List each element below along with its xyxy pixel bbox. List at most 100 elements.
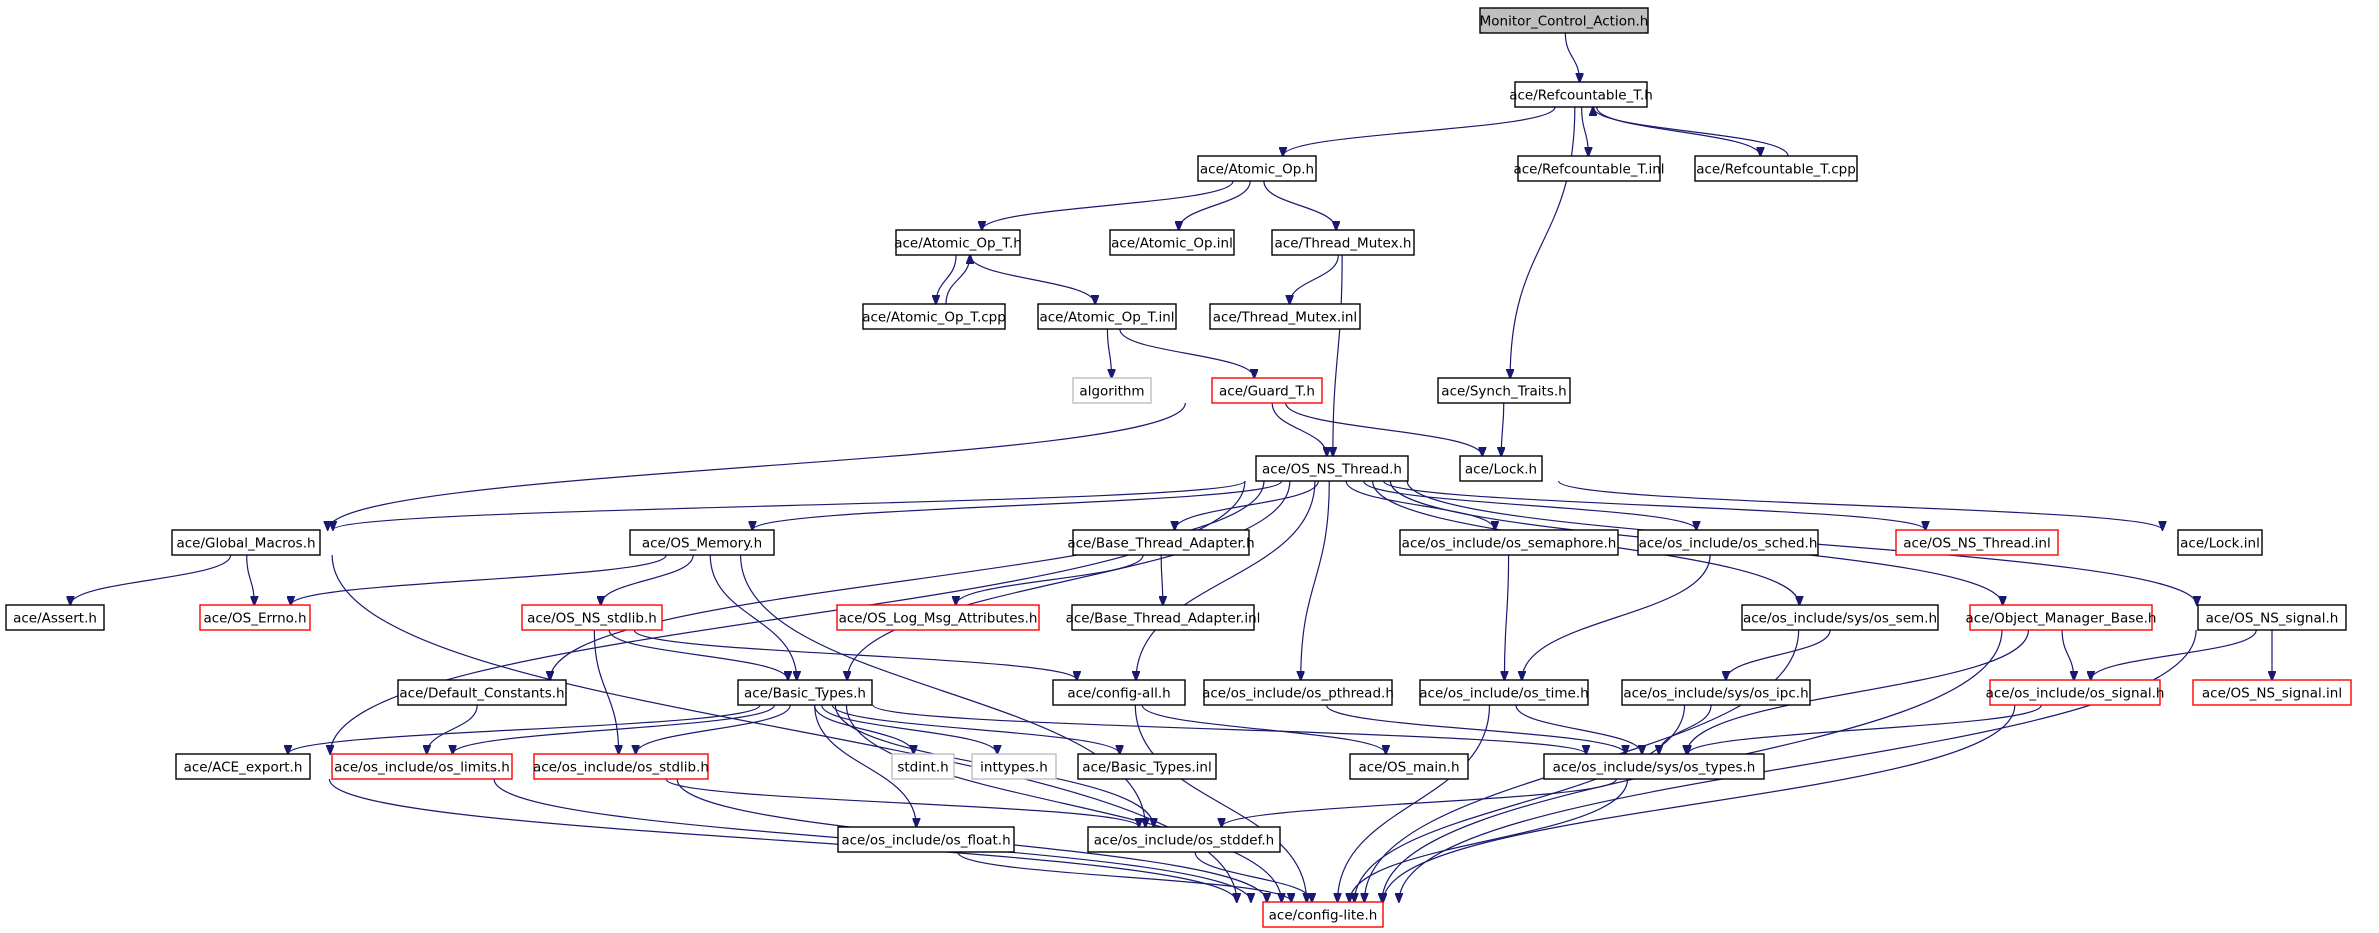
edge-n7-to-n10 <box>1290 254 1339 304</box>
graph-node[interactable]: ace/Atomic_Op_T.inl <box>1037 303 1177 330</box>
graph-node[interactable]: ace/Refcountable_T.inl <box>1513 155 1665 182</box>
node-label: inttypes.h <box>980 760 1048 776</box>
graph-node[interactable]: ace/Base_Thread_Adapter.inl <box>1066 604 1261 631</box>
node-box <box>1637 529 1819 556</box>
edge-n29-to-n46 <box>1687 629 2030 754</box>
graph-node[interactable]: ace/config-lite.h <box>1262 901 1384 928</box>
graph-node[interactable]: ace/Refcountable_T.cpp <box>1694 155 1858 182</box>
edge-n5-to-n9 <box>969 254 1095 304</box>
graph-node[interactable]: ace/Assert.h <box>5 604 105 631</box>
graph-node[interactable]: ace/OS_NS_signal.inl <box>2192 679 2352 706</box>
node-box <box>1209 303 1361 330</box>
graph-node[interactable]: ace/Lock.inl <box>2177 529 2263 556</box>
node-label: ace/OS_NS_stdlib.h <box>527 611 657 627</box>
node-label: ace/Default_Constants.h <box>399 686 564 702</box>
graph-node[interactable]: ace/OS_Memory.h <box>629 529 775 556</box>
graph-node[interactable]: ace/ACE_export.h <box>175 753 311 780</box>
graph-node[interactable]: ace/os_include/os_pthread.h <box>1202 679 1394 706</box>
graph-node[interactable]: ace/OS_NS_signal.h <box>2197 604 2347 631</box>
node-box <box>175 753 311 780</box>
graph-node[interactable]: ace/os_include/os_limits.h <box>331 753 513 780</box>
graph-node[interactable]: ace/config-all.h <box>1052 679 1186 706</box>
edge-n17-to-n24 <box>291 554 667 605</box>
node-box <box>1459 455 1543 482</box>
graph-node[interactable]: ace/Atomic_Op_T.cpp <box>862 303 1006 330</box>
node-box <box>1203 679 1393 706</box>
edge-n32-to-n47 <box>814 704 917 827</box>
graph-node[interactable]: ace/os_include/os_sched.h <box>1637 529 1819 556</box>
graph-node[interactable]: ace/Thread_Mutex.inl <box>1209 303 1361 330</box>
node-label: ace/Synch_Traits.h <box>1441 384 1566 400</box>
node-label: ace/os_include/os_limits.h <box>334 760 510 776</box>
node-box <box>1741 604 1939 631</box>
graph-node[interactable]: ace/OS_main.h <box>1349 753 1469 780</box>
graph-node[interactable]: inttypes.h <box>971 753 1057 780</box>
graph-node[interactable]: ace/Synch_Traits.h <box>1437 377 1571 404</box>
graph-node[interactable]: ace/Lock.h <box>1459 455 1543 482</box>
edge-n1-to-n13 <box>1510 106 1576 378</box>
graph-node[interactable]: ace/os_include/os_semaphore.h <box>1399 529 1619 556</box>
graph-node[interactable]: ace/OS_NS_Thread.inl <box>1895 529 2059 556</box>
graph-node[interactable]: ace/os_include/os_float.h <box>837 826 1015 853</box>
node-label: ace/config-lite.h <box>1269 908 1378 924</box>
graph-node[interactable]: ace/Atomic_Op.inl <box>1109 229 1235 256</box>
edge-n46-to-n48 <box>1222 778 1617 827</box>
graph-node[interactable]: ace/Object_Manager_Base.h <box>1966 604 2157 631</box>
node-box <box>397 679 567 706</box>
edge-n14-to-n20 <box>1363 480 1697 530</box>
graph-node[interactable]: ace/Atomic_Op.h <box>1197 155 1317 182</box>
graph-node[interactable]: ace/Basic_Types.h <box>737 679 873 706</box>
graph-node[interactable]: ace/os_include/os_signal.h <box>1986 679 2165 706</box>
edge-n25-to-n32 <box>608 629 788 680</box>
graph-node[interactable]: ace/OS_Log_Msg_Attributes.h <box>836 604 1040 631</box>
node-box <box>1262 901 1384 928</box>
node-box <box>836 604 1040 631</box>
graph-node[interactable]: ace/Thread_Mutex.h <box>1271 229 1415 256</box>
node-box <box>1087 826 1281 853</box>
node-label: ace/os_include/os_semaphore.h <box>1402 536 1617 552</box>
edge-n7-to-n14 <box>1333 254 1343 456</box>
graph-node[interactable]: ace/Base_Thread_Adapter.h <box>1067 529 1255 556</box>
graph-node[interactable]: ace/Default_Constants.h <box>397 679 567 706</box>
edge-n17-to-n25 <box>601 554 694 605</box>
node-label: ace/OS_NS_signal.inl <box>2202 686 2342 702</box>
edge-n14-to-n21 <box>1383 480 1926 530</box>
edge-n1-to-n2 <box>1283 106 1556 156</box>
graph-node[interactable]: ace/OS_Errno.h <box>199 604 311 631</box>
graph-node[interactable]: ace/Guard_T.h <box>1211 377 1323 404</box>
edge-n18-to-n27 <box>1161 554 1163 605</box>
node-label: ace/Basic_Types.inl <box>1082 760 1211 776</box>
node-label: ace/Object_Manager_Base.h <box>1966 611 2157 627</box>
edge-n13-to-n15 <box>1501 402 1504 456</box>
graph-node[interactable]: ace/os_include/os_stdlib.h <box>533 753 709 780</box>
edge-n12-to-n15 <box>1285 402 1483 456</box>
graph-node[interactable]: ace/Basic_Types.inl <box>1077 753 1217 780</box>
graph-node[interactable]: ace/os_include/sys/os_sem.h <box>1741 604 1939 631</box>
graph-node[interactable]: ace/Refcountable_T.h <box>1509 81 1653 108</box>
node-label: stdint.h <box>897 760 948 776</box>
graph-node[interactable]: ace/os_include/os_time.h <box>1419 679 1589 706</box>
edge-n14-to-n31 <box>550 480 1265 680</box>
node-label: ace/OS_Log_Msg_Attributes.h <box>839 611 1038 627</box>
nodes-layer: Monitor_Control_Action.h ace/Refcountable… <box>5 7 2352 928</box>
edge-n5-to-n8 <box>936 254 957 304</box>
graph-node[interactable]: stdint.h <box>891 753 955 780</box>
graph-node[interactable]: ace/Atomic_Op_T.h <box>894 229 1022 256</box>
node-box <box>1419 679 1589 706</box>
graph-node[interactable]: ace/OS_NS_Thread.h <box>1255 455 1409 482</box>
edge-n29-to-n37 <box>2061 629 2074 680</box>
graph-node[interactable]: ace/Global_Macros.h <box>171 529 321 556</box>
graph-node[interactable]: algorithm <box>1072 377 1152 404</box>
graph-node[interactable]: ace/os_include/os_stddef.h <box>1087 826 1281 853</box>
graph-node[interactable]: ace/OS_NS_stdlib.h <box>521 604 663 631</box>
node-label: ace/Refcountable_T.h <box>1509 88 1653 104</box>
graph-node[interactable]: ace/os_include/sys/os_types.h <box>1543 753 1765 780</box>
edge-n32-to-n44 <box>831 704 1119 754</box>
node-box <box>1077 753 1217 780</box>
graph-node[interactable]: Monitor_Control_Action.h <box>1479 7 1649 34</box>
edge-n14-to-n17 <box>752 480 1283 530</box>
edge-n32-to-n49 <box>845 704 1281 902</box>
node-box <box>837 826 1015 853</box>
graph-node[interactable]: ace/os_include/sys/os_ipc.h <box>1621 679 1811 706</box>
